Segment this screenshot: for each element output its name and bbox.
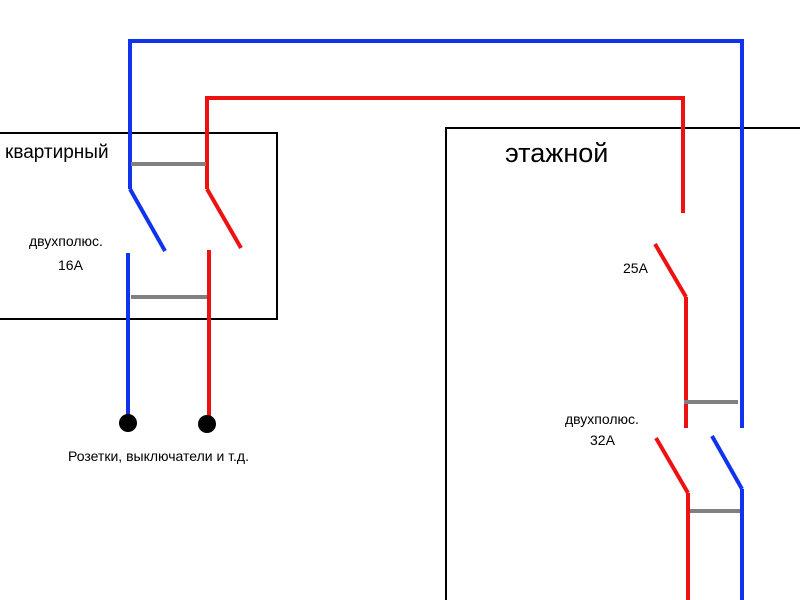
apartment-breaker-type-label: двухполюс. [29, 233, 103, 249]
floor-box-label: этажной [505, 138, 608, 168]
floor-breaker-type-label: двухполюс. [565, 411, 639, 427]
phase-terminal [198, 415, 216, 433]
floor-breaker-phase-contact [654, 436, 690, 495]
floor-25a-breaker-contact [653, 242, 688, 299]
phase-wire-feed [205, 96, 685, 213]
floor-breaker-neutral-contact [710, 435, 744, 490]
floor-breaker-rating-label: 32А [590, 432, 616, 448]
outlets-caption: Розетки, выключатели и т.д. [68, 448, 249, 464]
floor-single-breaker-rating-label: 25А [623, 260, 649, 276]
apartment-breaker-phase-contact [205, 188, 243, 249]
neutral-wire-feed [128, 39, 744, 428]
apartment-box-label: квартирный [5, 142, 109, 163]
floor-panel-box [445, 127, 800, 600]
apartment-breaker-rating-label: 16А [58, 257, 84, 273]
apartment-panel-box [0, 132, 278, 320]
apartment-breaker-neutral-contact [128, 188, 167, 252]
neutral-terminal [119, 414, 137, 432]
